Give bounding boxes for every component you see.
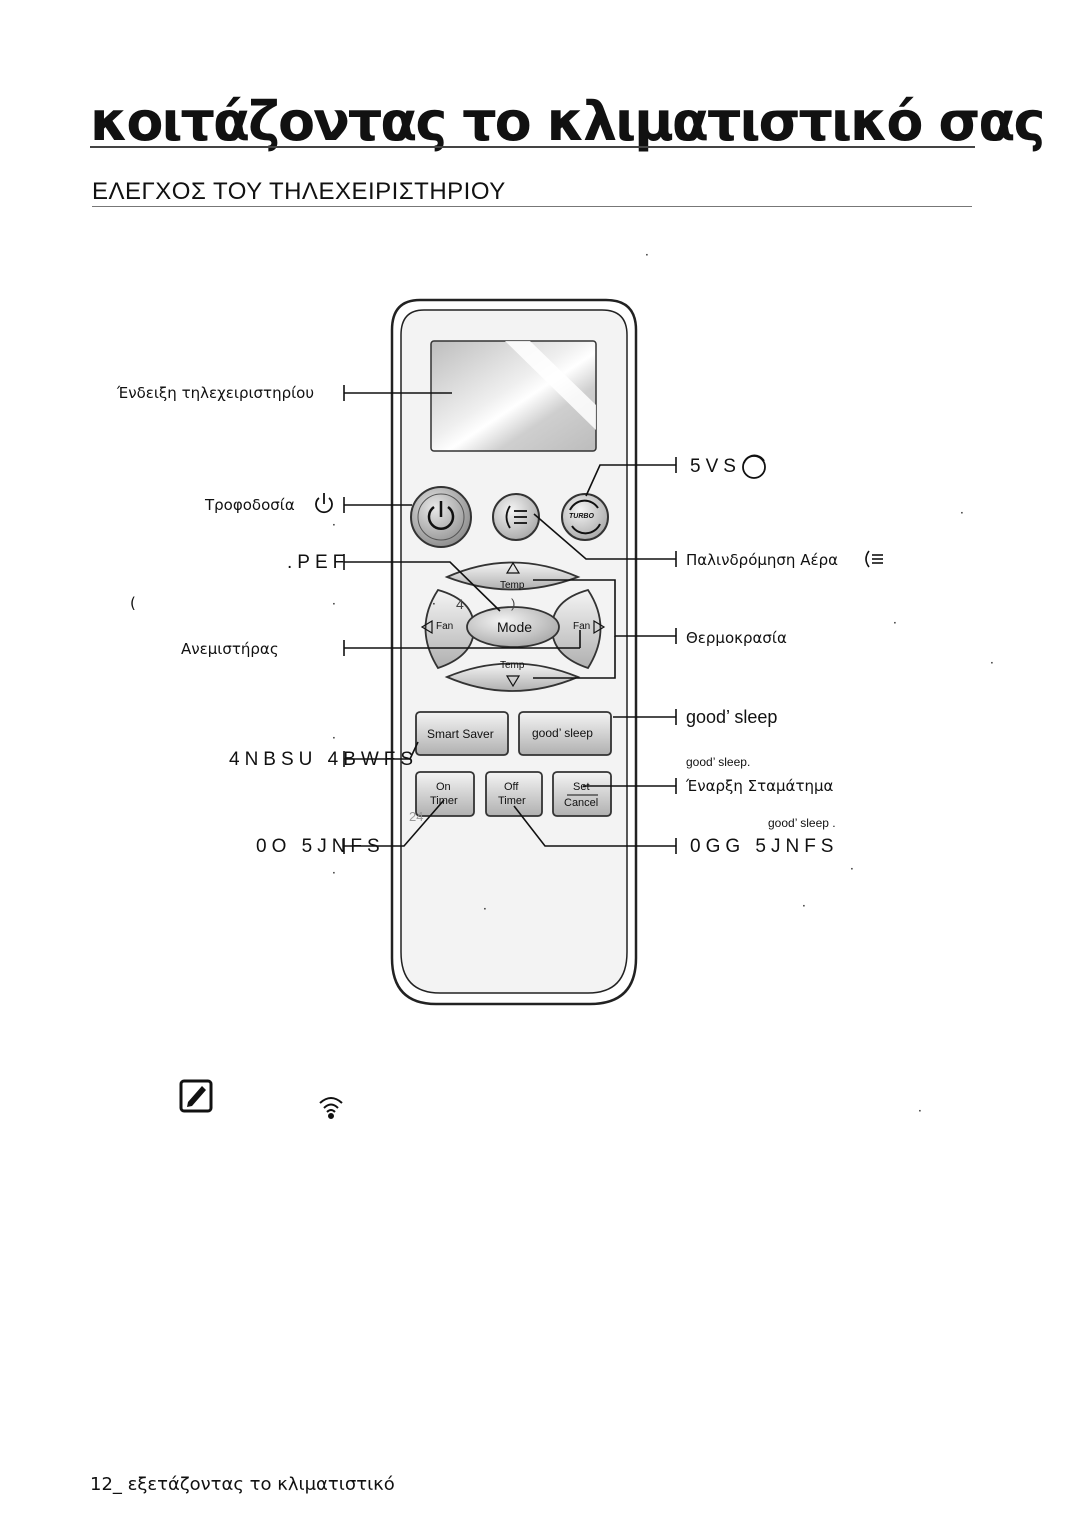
stray-dot: · [802, 899, 806, 913]
off-label: Off [504, 781, 519, 793]
title-divider [90, 146, 975, 148]
temp-up-label: Temp [500, 580, 525, 591]
label-on-timer: 0O 5JNFS [256, 836, 385, 857]
remote-display [430, 340, 597, 452]
label-good-sleep: good’ sleep [686, 707, 778, 727]
off-timer-button[interactable] [485, 771, 543, 817]
air-swing-icon [505, 505, 527, 529]
good-sleep-button-label: good’ sleep [532, 726, 593, 740]
smart-saver-label: Smart Saver [427, 727, 494, 741]
section-divider [92, 206, 972, 207]
smart-saver-button[interactable] [415, 711, 509, 756]
set-cancel-button[interactable] [552, 771, 612, 817]
stray-dot: · [432, 597, 436, 611]
on-label: On [436, 781, 451, 793]
on-timer-button[interactable] [415, 771, 475, 817]
label-paren: ( [130, 594, 136, 612]
turbo-button[interactable] [561, 493, 609, 541]
label-power: Τροφοδοσία [205, 496, 295, 514]
label-smart-saver: 4NBSU 4BWFS [229, 749, 419, 770]
label-display: Ένδειξη τηλεχειριστηρίου [117, 384, 315, 402]
turbo-icon: TURBO [569, 513, 594, 520]
label-off-timer: 0GG 5JNFS [690, 836, 839, 857]
turbo-label-icon [742, 454, 766, 479]
stray-dot: · [332, 731, 336, 745]
label-fan: Ανεμιστήρας [181, 640, 279, 658]
stray-dot: · [990, 656, 994, 670]
label-temperature: Θερμοκρασία [686, 629, 787, 647]
section-title: ΕΛΕΓΧΟΣ ΤΟΥ ΤΗΛΕΧΕΙΡΙΣΤΗΡΙΟΥ [92, 178, 506, 205]
remote-body [390, 298, 638, 1006]
stray-dot: · [332, 597, 336, 611]
air-swing-label-icon [865, 550, 883, 568]
power-icon [427, 501, 455, 530]
inner-paren: ) [511, 596, 516, 611]
fan-left-label: Fan [436, 621, 454, 632]
temp-down-button[interactable] [444, 662, 581, 692]
stray-dot: · [918, 1104, 922, 1118]
good-sleep-button[interactable] [518, 711, 612, 756]
label-turbo: 5VS [690, 456, 741, 477]
fan-right-label: Fan [573, 621, 591, 632]
stray-dot: · [332, 866, 336, 880]
label-mode: .PEF [287, 552, 350, 573]
stray-dot: · [960, 506, 964, 520]
note-icon [179, 1079, 213, 1113]
cancel-label: Cancel [564, 797, 599, 809]
temp-down-label: Temp [500, 660, 525, 671]
leader-lines [343, 385, 677, 854]
temp-up-button[interactable] [444, 561, 581, 591]
stray-dot: · [850, 862, 854, 876]
wireless-signal-icon [319, 1097, 343, 1119]
mode-label: Mode [497, 619, 533, 635]
stray-dot: · [645, 248, 649, 262]
label-good-sleep-note: good’ sleep . [768, 816, 836, 830]
on-timer-24: 24 [409, 809, 424, 824]
inner-4: 4 [456, 596, 464, 612]
set-label: Set [573, 781, 590, 793]
label-air-swing: Παλινδρόμηση Αέρα [686, 551, 838, 569]
stray-dot: · [893, 616, 897, 630]
power-label-icon [315, 493, 333, 514]
page-footer: 12_ εξετάζοντας το κλιματιστικό [90, 1474, 395, 1495]
label-good-sleep-small: good’ sleep. [686, 755, 751, 769]
label-start-stop: Έναρξη Σταμάτημα [686, 777, 834, 795]
off-timer-label: Timer [498, 795, 526, 807]
page-title: κοιτάζοντας το κλιματιστικό σας [90, 90, 1045, 153]
on-timer-label: Timer [430, 795, 458, 807]
stray-dot: · [332, 518, 336, 532]
mode-button[interactable] [466, 606, 560, 648]
stray-dot: · [483, 902, 487, 916]
